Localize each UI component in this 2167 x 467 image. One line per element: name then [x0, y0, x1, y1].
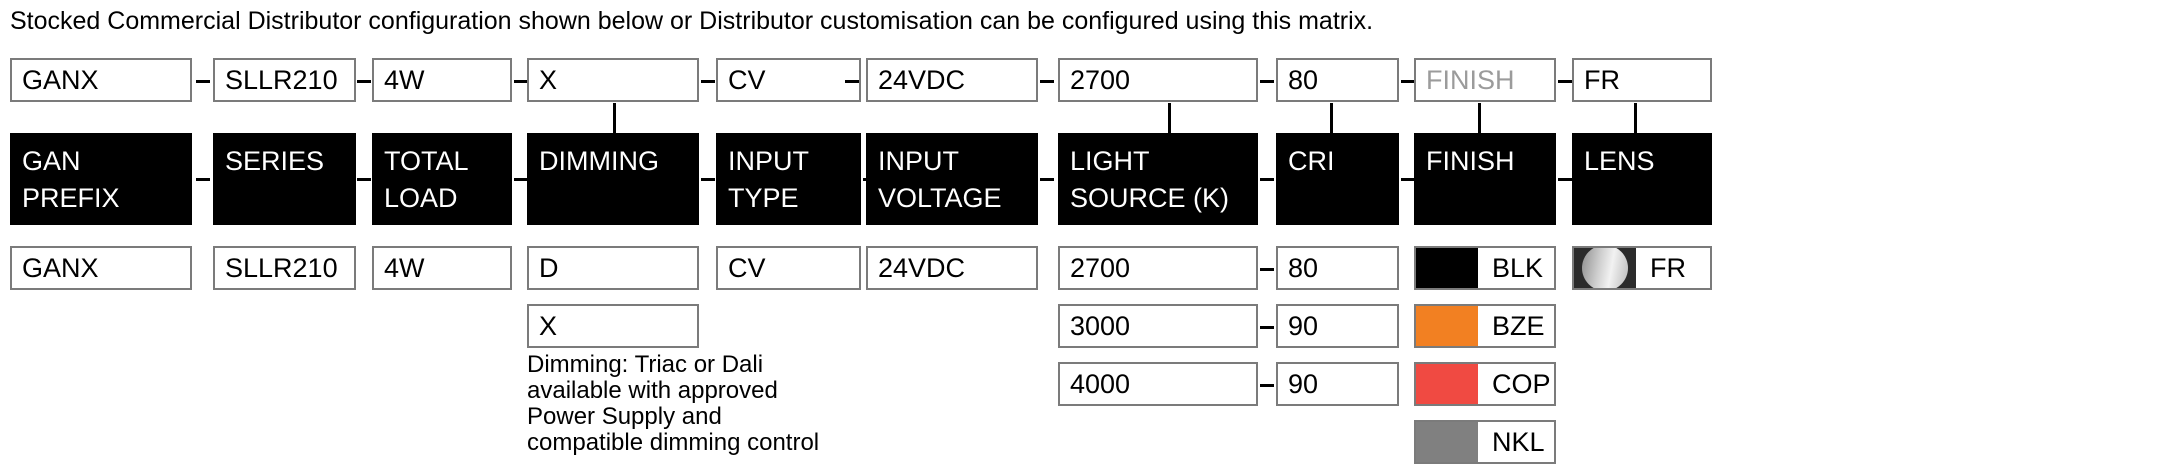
category-header-series: SERIES — [213, 133, 356, 225]
code-segment-dimming[interactable]: X — [527, 58, 699, 102]
finish-swatch-nkl-chip — [1416, 422, 1478, 462]
frosted-lens-icon — [1574, 248, 1636, 288]
code-segment-light-source[interactable]: 2700 — [1058, 58, 1258, 102]
finish-swatch-cop-chip — [1416, 364, 1478, 404]
code-dash-4 — [701, 80, 715, 83]
option-finish-bze[interactable]: BZE — [1414, 304, 1556, 348]
intro-text: Stocked Commercial Distributor configura… — [10, 7, 1374, 35]
option-dash-cri-1 — [1260, 268, 1274, 271]
option-total-load-1[interactable]: 4W — [372, 246, 512, 290]
code-dash-6 — [1040, 80, 1054, 83]
option-light-source-2[interactable]: 3000 — [1058, 304, 1258, 348]
option-dash-cri-3 — [1260, 384, 1274, 387]
header-dash-6 — [1040, 178, 1054, 181]
code-segment-input-type[interactable]: CV — [716, 58, 861, 102]
option-input-type-1[interactable]: CV — [716, 246, 861, 290]
option-series-1[interactable]: SLLR210 — [213, 246, 356, 290]
header-dash-9 — [1558, 178, 1572, 181]
finish-swatch-blk-label: BLK — [1492, 252, 1544, 283]
code-dash-3 — [514, 80, 528, 83]
code-dash-1 — [196, 80, 210, 83]
code-segment-lens[interactable]: FR — [1572, 58, 1712, 102]
category-header-total-load: TOTAL LOAD — [372, 133, 512, 225]
connector-dimming — [613, 103, 616, 133]
option-finish-blk[interactable]: BLK — [1414, 246, 1556, 290]
header-dash-3 — [514, 178, 528, 181]
option-light-source-1[interactable]: 2700 — [1058, 246, 1258, 290]
category-header-light-source: LIGHT SOURCE (K) — [1058, 133, 1258, 225]
category-header-cri: CRI — [1276, 133, 1399, 225]
code-dash-9 — [1558, 80, 1572, 83]
option-cri-1[interactable]: 80 — [1276, 246, 1399, 290]
dimming-note: Dimming: Triac or Dali available with ap… — [527, 351, 820, 456]
connector-finish — [1478, 103, 1481, 133]
code-segment-gan-prefix[interactable]: GANX — [10, 58, 192, 102]
option-finish-cop[interactable]: COP — [1414, 362, 1556, 406]
category-header-finish: FINISH — [1414, 133, 1556, 225]
category-header-dimming: DIMMING — [527, 133, 699, 225]
option-gan-prefix-1[interactable]: GANX — [10, 246, 192, 290]
header-dash-4 — [701, 178, 715, 181]
option-finish-nkl[interactable]: NKL — [1414, 420, 1556, 464]
header-dash-7 — [1260, 178, 1274, 181]
connector-lens — [1634, 103, 1637, 133]
option-cri-2[interactable]: 90 — [1276, 304, 1399, 348]
finish-swatch-blk-chip — [1416, 248, 1478, 288]
header-dash-1 — [196, 178, 210, 181]
finish-swatch-cop-label: COP — [1492, 368, 1551, 399]
option-dimming-1[interactable]: D — [527, 246, 699, 290]
header-dash-8 — [1401, 178, 1415, 181]
finish-swatch-bze-label: BZE — [1492, 310, 1545, 341]
option-dash-cri-2 — [1260, 326, 1274, 329]
category-header-input-type: INPUT TYPE — [716, 133, 861, 225]
code-dash-8 — [1401, 80, 1415, 83]
option-input-voltage-1[interactable]: 24VDC — [866, 246, 1038, 290]
code-dash-2 — [357, 80, 371, 83]
code-dash-7 — [1260, 80, 1274, 83]
code-dash-5 — [845, 80, 859, 83]
connector-cri — [1330, 103, 1333, 133]
code-segment-series[interactable]: SLLR210 — [213, 58, 356, 102]
option-dimming-2[interactable]: X — [527, 304, 699, 348]
connector-light-source — [1168, 103, 1171, 133]
code-segment-input-voltage[interactable]: 24VDC — [866, 58, 1038, 102]
header-dash-2 — [357, 178, 371, 181]
option-light-source-3[interactable]: 4000 — [1058, 362, 1258, 406]
finish-swatch-bze-chip — [1416, 306, 1478, 346]
category-header-input-voltage: INPUT VOLTAGE — [866, 133, 1038, 225]
code-segment-total-load[interactable]: 4W — [372, 58, 512, 102]
finish-swatch-nkl-label: NKL — [1492, 426, 1545, 457]
code-segment-cri[interactable]: 80 — [1276, 58, 1399, 102]
option-lens-fr[interactable]: FR — [1572, 246, 1712, 290]
lens-swatch-fr-label: FR — [1650, 252, 1686, 283]
code-segment-finish[interactable]: FINISH — [1414, 58, 1556, 102]
category-header-gan-prefix: GAN PREFIX — [10, 133, 192, 225]
option-cri-3[interactable]: 90 — [1276, 362, 1399, 406]
category-header-lens: LENS — [1572, 133, 1712, 225]
